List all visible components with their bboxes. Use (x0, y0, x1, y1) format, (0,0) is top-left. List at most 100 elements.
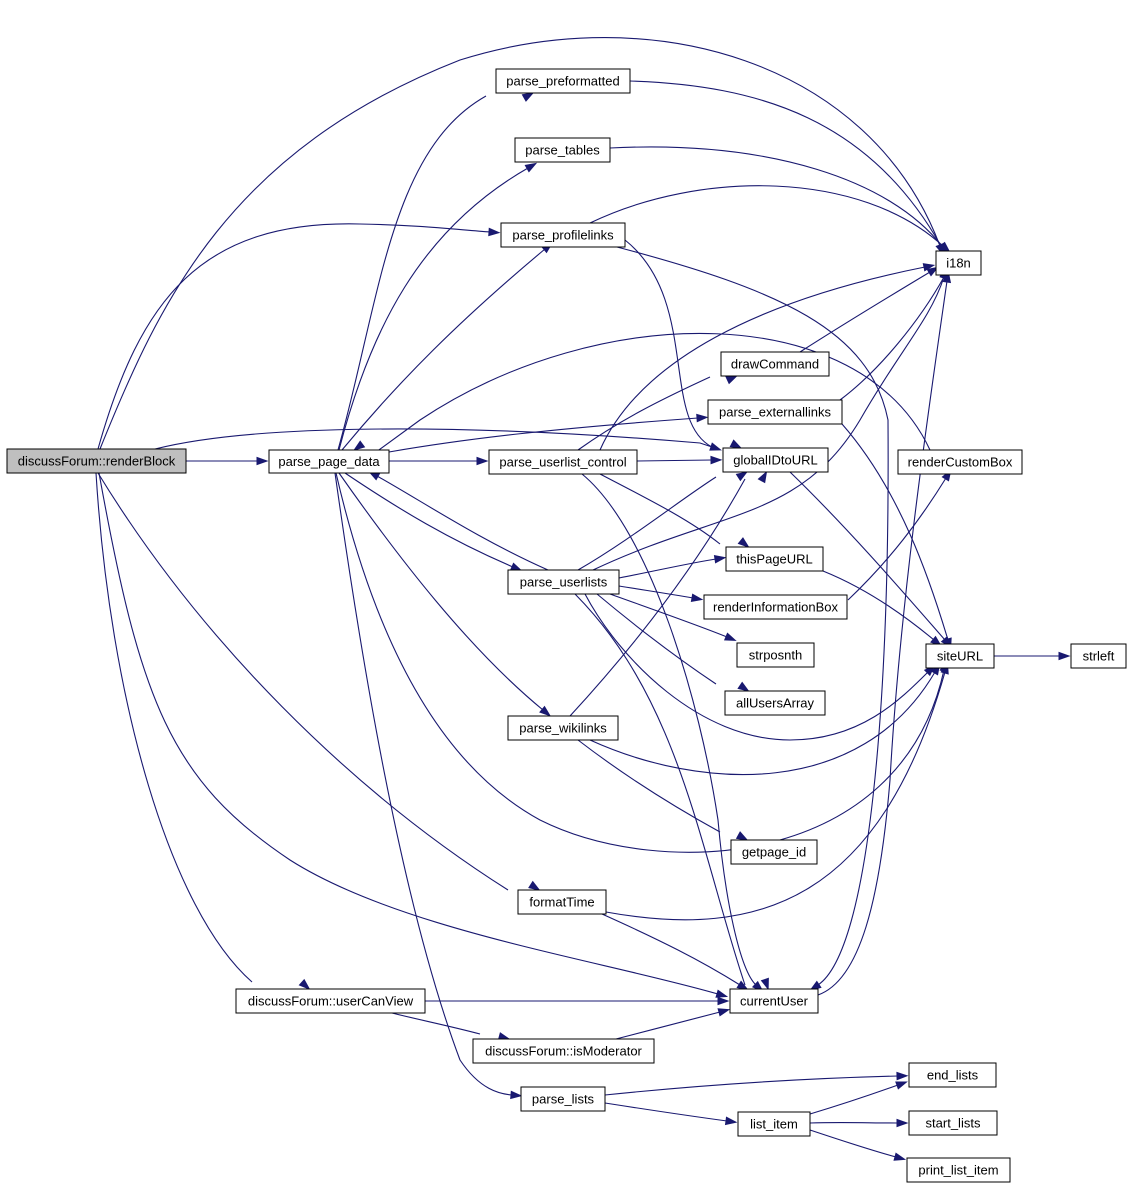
edge-line (338, 472, 544, 711)
edge-line (337, 95, 487, 451)
node-formatTime[interactable]: formatTime (517, 889, 607, 915)
edge-parse_lists-to-end_lists (604, 1071, 909, 1096)
edge-list_item-to-start_lists (809, 1118, 909, 1128)
node-box[interactable] (520, 1086, 606, 1112)
node-box[interactable] (507, 569, 620, 595)
node-box[interactable] (935, 250, 982, 276)
node-renderCustomBox[interactable]: renderCustomBox (897, 449, 1023, 475)
edge-parse_userlists-to-allUsersArray (596, 593, 750, 692)
node-box[interactable] (737, 1111, 811, 1137)
edge-line (799, 271, 931, 353)
edge-renderBlock-to-parse_page_data (186, 456, 269, 466)
node-isModerator[interactable]: discussForum::isModerator (472, 1038, 655, 1064)
edge-arrowhead (715, 989, 729, 998)
node-box[interactable] (703, 594, 848, 620)
node-renderBlock[interactable]: discussForum::renderBlock (6, 448, 187, 474)
edge-line (371, 332, 931, 456)
node-box[interactable] (897, 449, 1023, 475)
node-label: print_list_item (918, 1163, 998, 1178)
node-box[interactable] (514, 137, 611, 163)
edge-arrowhead (735, 471, 749, 482)
edge-list_item-to-end_lists (809, 1081, 908, 1115)
node-box[interactable] (235, 988, 426, 1014)
edge-arrowhead (757, 470, 768, 484)
edge-arrowhead (528, 880, 541, 891)
node-siteURL[interactable]: siteURL (925, 643, 995, 669)
node-parse_userlist_control[interactable]: parse_userlist_control (488, 449, 638, 475)
node-getpage_id[interactable]: getpage_id (730, 839, 818, 865)
edge-arrowhead (737, 681, 750, 692)
node-box[interactable] (268, 449, 390, 474)
edge-arrowhead (723, 632, 737, 641)
node-parse_userlists[interactable]: parse_userlists (507, 569, 620, 595)
edge-parse_page_data-to-siteURL (335, 472, 948, 853)
node-box[interactable] (906, 1157, 1011, 1183)
node-box[interactable] (495, 68, 631, 94)
node-parse_profilelinks[interactable]: parse_profilelinks (500, 222, 626, 248)
edge-arrowhead (713, 554, 727, 564)
edge-line (584, 593, 929, 741)
node-parse_wikilinks[interactable]: parse_wikilinks (507, 715, 619, 741)
edge-arrowhead (735, 831, 749, 841)
edge-arrowhead (524, 162, 538, 173)
node-end_lists[interactable]: end_lists (908, 1062, 997, 1088)
node-currentUser[interactable]: currentUser (729, 988, 819, 1014)
node-box[interactable] (724, 690, 826, 716)
node-globalIDtoURL[interactable]: globalIDtoURL (722, 447, 829, 473)
edge-line (616, 246, 889, 986)
node-box[interactable] (500, 222, 626, 248)
node-label: allUsersArray (736, 696, 815, 711)
node-box[interactable] (729, 988, 819, 1014)
edge-line (344, 472, 514, 568)
node-list_item[interactable]: list_item (737, 1111, 811, 1137)
node-i18n[interactable]: i18n (935, 250, 982, 276)
node-box[interactable] (488, 449, 638, 475)
edge-line (334, 472, 513, 1096)
edge-line (95, 472, 253, 983)
node-parse_lists[interactable]: parse_lists (520, 1086, 606, 1112)
node-box[interactable] (707, 399, 843, 425)
node-start_lists[interactable]: start_lists (908, 1110, 998, 1136)
edge-parse_page_data-to-parse_userlist_control (389, 456, 489, 466)
node-box[interactable] (507, 715, 619, 741)
edge-drawCommand-to-i18n (799, 266, 939, 353)
node-strposnth[interactable]: strposnth (736, 642, 815, 668)
node-parse_page_data[interactable]: parse_page_data (268, 449, 390, 474)
node-box[interactable] (517, 889, 607, 915)
node-parse_tables[interactable]: parse_tables (514, 137, 611, 163)
node-thisPageURL[interactable]: thisPageURL (725, 546, 824, 572)
node-box[interactable] (908, 1110, 998, 1136)
node-allUsersArray[interactable]: allUsersArray (724, 690, 826, 716)
edge-arrowhead (926, 266, 939, 277)
node-box[interactable] (1070, 643, 1127, 669)
node-drawCommand[interactable]: drawCommand (720, 351, 830, 377)
edge-line (376, 475, 549, 571)
node-box[interactable] (736, 642, 815, 668)
node-parse_preformatted[interactable]: parse_preformatted (495, 68, 631, 94)
edge-parse_userlist_control-to-i18n (599, 263, 936, 451)
node-box[interactable] (730, 839, 818, 865)
node-box[interactable] (472, 1038, 655, 1064)
node-box[interactable] (925, 643, 995, 669)
edge-parse_page_data-to-parse_lists (334, 472, 523, 1100)
edge-line (577, 739, 721, 833)
node-label: i18n (946, 256, 971, 271)
node-parse_externallinks[interactable]: parse_externallinks (707, 399, 843, 425)
node-box[interactable] (720, 351, 830, 377)
edge-line (577, 376, 711, 451)
edge-arrowhead (510, 1090, 523, 1100)
node-box[interactable] (908, 1062, 997, 1088)
node-box[interactable] (6, 448, 187, 474)
edge-line (604, 1075, 899, 1096)
node-box[interactable] (722, 447, 829, 473)
node-renderInformationBox[interactable]: renderInformationBox (703, 594, 848, 620)
node-print_list_item[interactable]: print_list_item (906, 1157, 1011, 1183)
edge-line (97, 223, 491, 450)
node-strleft[interactable]: strleft (1070, 643, 1127, 669)
edge-line (847, 477, 947, 601)
edge-line (99, 37, 941, 450)
node-userCanView[interactable]: discussForum::userCanView (235, 988, 426, 1014)
node-label: start_lists (926, 1116, 981, 1131)
node-box[interactable] (725, 546, 824, 572)
